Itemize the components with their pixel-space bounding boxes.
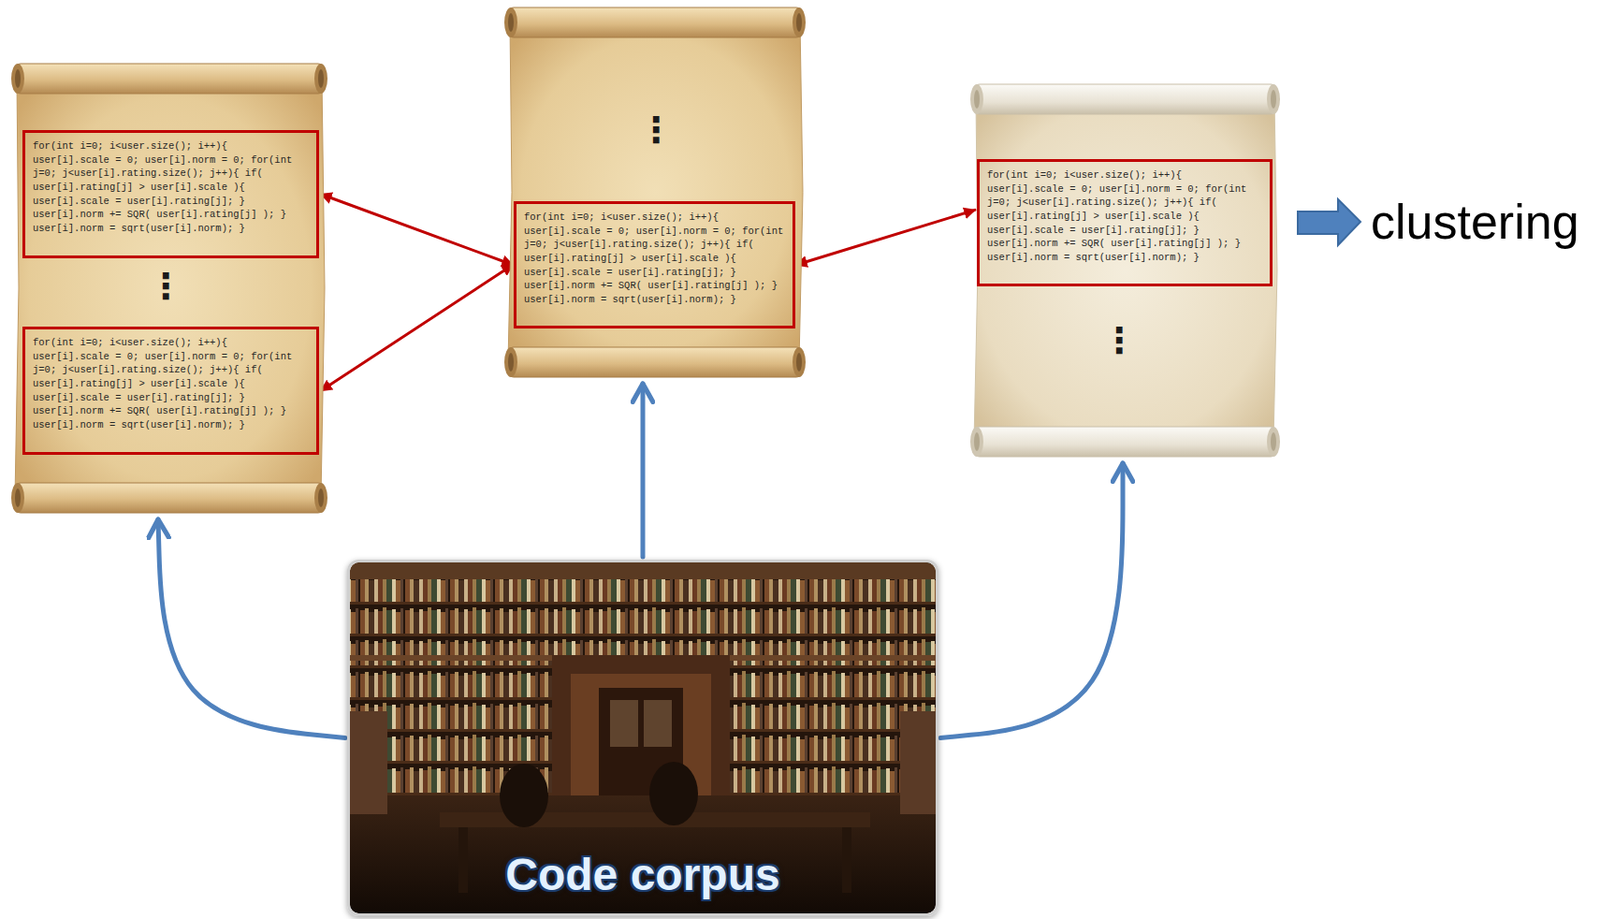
similarity-arrow: [320, 264, 513, 392]
roll-end: [792, 7, 806, 38]
roll-end: [14, 488, 21, 508]
code-fragment-box: for(int i=0; i<user.size(); i++){ user[i…: [513, 201, 796, 329]
scroll-roll: [974, 84, 1276, 115]
scroll-shape: [503, 4, 807, 380]
roll-end: [796, 13, 802, 32]
roll-end: [508, 13, 514, 32]
block-arrow: [1297, 199, 1361, 246]
roll-end: [508, 352, 514, 372]
roll-end: [318, 488, 324, 508]
code-fragment-box: for(int i=0; i<user.size(); i++){ user[i…: [22, 326, 320, 455]
extraction-arrow: [640, 383, 646, 557]
roll-end: [314, 63, 328, 94]
scroll-roll: [509, 347, 801, 378]
parchment: [508, 22, 803, 363]
roll-end: [11, 63, 25, 94]
roll-end: [1266, 426, 1280, 457]
parchment: [14, 78, 325, 498]
roll-end: [504, 7, 518, 38]
roll-end: [1270, 89, 1277, 109]
roll-end: [970, 426, 984, 457]
scroll-shape: [969, 81, 1281, 460]
ellipsis-mark: ⋮: [146, 268, 185, 305]
roll-end: [792, 347, 806, 378]
output-label: clustering: [1370, 193, 1580, 250]
ellipsis-mark: ⋮: [637, 112, 675, 148]
roll-end: [974, 432, 980, 451]
scroll-roll: [15, 63, 323, 94]
roll-end: [974, 89, 980, 109]
code-snippet: for(int i=0; i<user.size(); i++){ user[i…: [979, 161, 1270, 272]
roll-end: [1266, 84, 1280, 115]
roll-end: [796, 352, 802, 372]
code-corpus-box: Code corpus: [347, 559, 939, 917]
roll-end: [970, 84, 984, 115]
extraction-arrow: [940, 463, 1123, 739]
library-photo: [349, 562, 936, 914]
code-snippet: for(int i=0; i<user.size(); i++){ user[i…: [25, 132, 317, 243]
roll-end: [1270, 432, 1277, 451]
similarity-arrow: [796, 209, 975, 265]
scroll-roll: [15, 482, 323, 513]
scroll-roll: [974, 426, 1276, 457]
parchment: [974, 99, 1278, 442]
roll-end: [318, 69, 324, 88]
code-snippet: for(int i=0; i<user.size(); i++){ user[i…: [516, 203, 793, 314]
scroll: ⋮ for(int i=0; i<user.size(); i++){ user[…: [503, 4, 807, 380]
code-fragment-box: for(int i=0; i<user.size(); i++){ user[i…: [22, 130, 320, 259]
code-snippet: for(int i=0; i<user.size(); i++){ user[i…: [25, 329, 317, 439]
scroll: ⋮ for(int i=0; i<user.size(); i++){ user[…: [10, 60, 329, 516]
ellipsis-mark: ⋮: [1100, 322, 1138, 359]
scroll: ⋮ for(int i=0; i<user.size(); i++){ user[…: [969, 81, 1281, 460]
scroll-roll: [509, 7, 801, 38]
roll-end: [504, 347, 518, 378]
code-fragment-box: for(int i=0; i<user.size(); i++){ user[i…: [976, 159, 1273, 287]
similarity-arrow: [320, 194, 513, 266]
roll-end: [14, 69, 21, 88]
corpus-title: Code corpus: [505, 848, 780, 901]
extraction-arrow: [158, 519, 346, 739]
roll-end: [11, 482, 25, 513]
roll-end: [314, 482, 328, 513]
